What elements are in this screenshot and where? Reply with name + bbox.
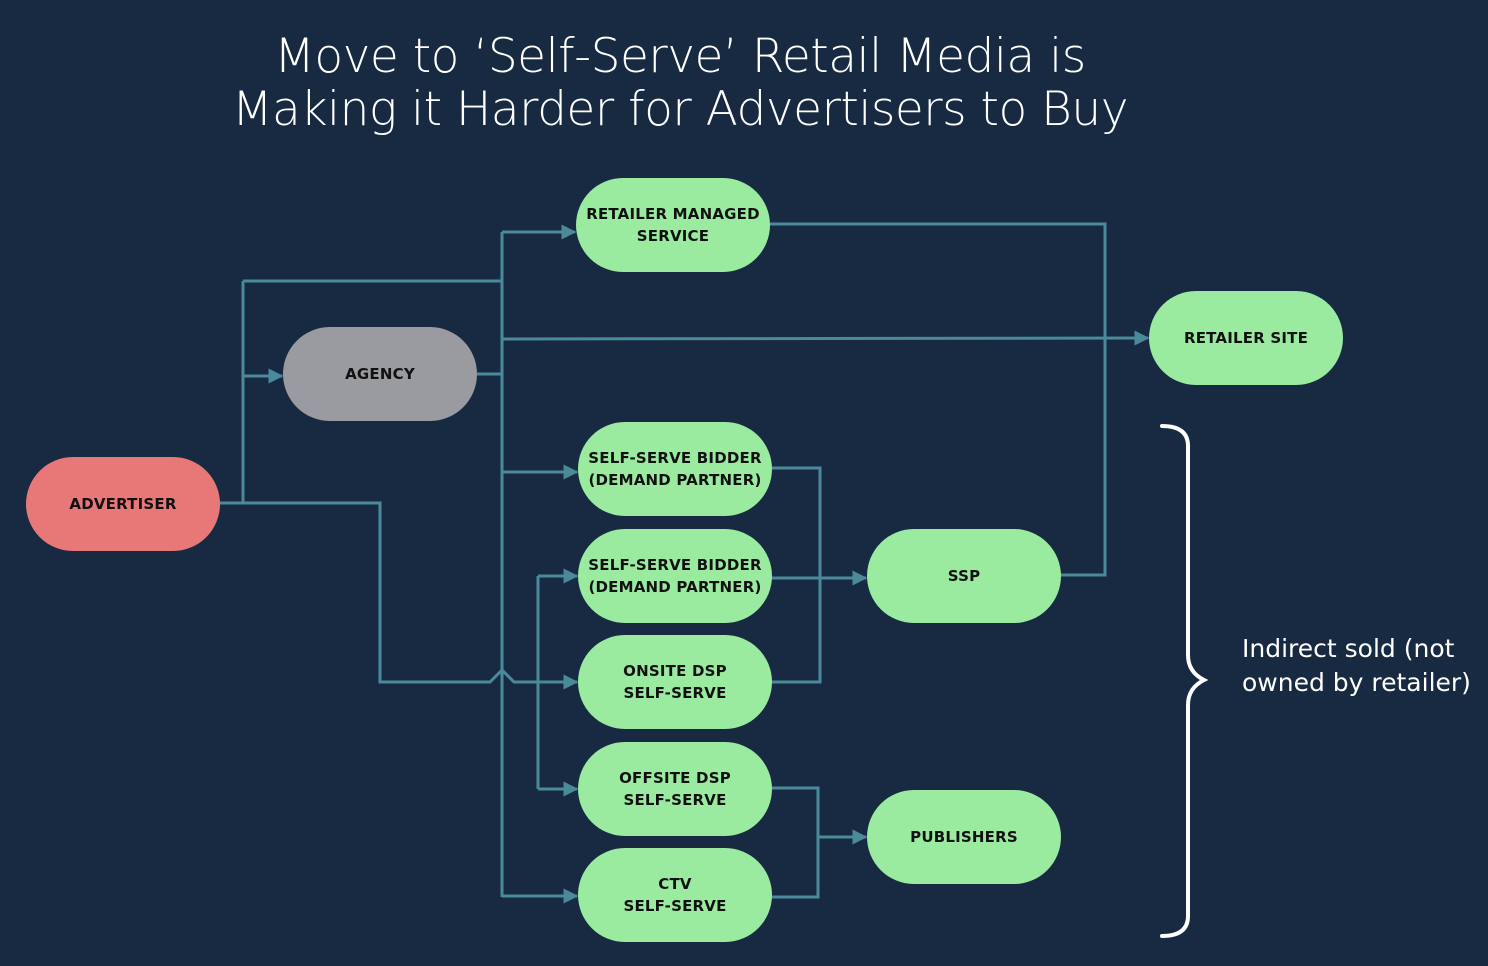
- edge-to-retailer-site: [501, 330, 1150, 346]
- edge-offsite-collector: [770, 786, 820, 899]
- edge-bidder1-collector: [770, 466, 822, 684]
- node-advertiser: ADVERTISER: [26, 457, 220, 551]
- node-self-serve-bidder-1: SELF-SERVE BIDDER (DEMAND PARTNER): [578, 422, 772, 516]
- edge-ssp-up: [1060, 338, 1107, 577]
- node-ctv: CTV SELF-SERVE: [578, 848, 772, 942]
- node-ssp: SSP: [867, 529, 1061, 623]
- node-retailer-managed-service: RETAILER MANAGED SERVICE: [576, 178, 770, 272]
- node-publishers: PUBLISHERS: [867, 790, 1061, 884]
- edge-retailer-managed-right: [770, 222, 1107, 338]
- title-line-2: Making it Harder for Advertisers to Buy: [231, 82, 1129, 137]
- title-line-1: Move to ‘Self-Serve’ Retail Media is: [274, 29, 1086, 84]
- brace-label: Indirect sold (not owned by retailer): [1242, 634, 1471, 697]
- edge-advertiser-onsite: [243, 501, 579, 690]
- diagram-title: Move to ‘Self-Serve’ Retail Media is Mak…: [0, 30, 1360, 136]
- node-agency: AGENCY: [283, 327, 477, 421]
- node-self-serve-bidder-2: SELF-SERVE BIDDER (DEMAND PARTNER): [578, 529, 772, 623]
- node-offsite-dsp: OFFSITE DSP SELF-SERVE: [578, 742, 772, 836]
- curly-brace: [1160, 424, 1209, 938]
- node-onsite-dsp: ONSITE DSP SELF-SERVE: [578, 635, 772, 729]
- node-retailer-site: RETAILER SITE: [1149, 291, 1343, 385]
